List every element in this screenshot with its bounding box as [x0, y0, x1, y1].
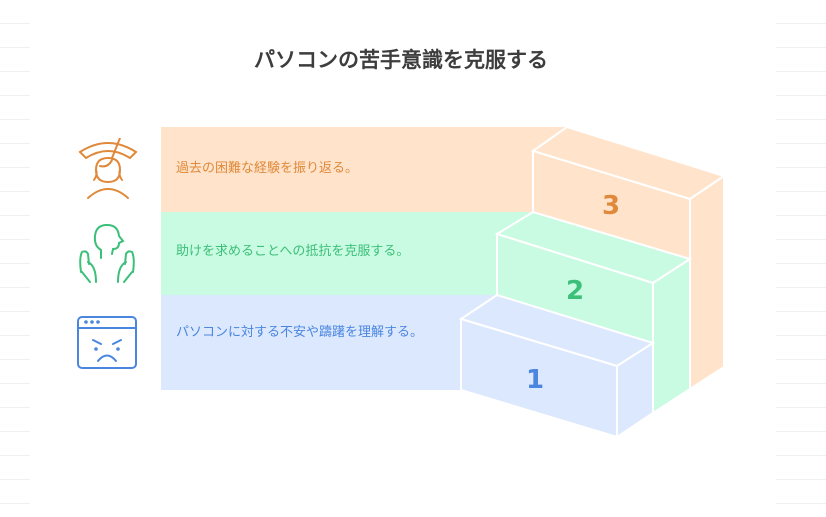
step-2-label: 助けを求めることへの抵抗を克服する。 — [176, 244, 410, 259]
reflecting-person-icon — [78, 138, 138, 199]
step-3-label: 過去の困難な経験を振り返る。 — [176, 161, 359, 176]
step-3-number: 3 — [602, 191, 620, 221]
step-1-label: パソコンに対する不安や躊躇を理解する。 — [176, 325, 424, 340]
step-3-side — [689, 174, 725, 391]
step-2-number: 2 — [566, 276, 584, 306]
step-2-band — [161, 212, 533, 295]
step-3-band — [161, 127, 567, 212]
step-1-side — [616, 341, 654, 439]
frustrated-browser-icon — [77, 316, 137, 369]
background-lines-right — [776, 0, 826, 517]
step-1-number: 1 — [526, 365, 544, 395]
background-lines-left — [0, 0, 30, 517]
helping-hands-person-icon — [79, 223, 135, 283]
step-2-side — [652, 257, 691, 415]
step-1 — [161, 293, 656, 439]
step-1-band — [161, 295, 497, 390]
page-title: パソコンの苦手意識を克服する — [254, 48, 548, 72]
